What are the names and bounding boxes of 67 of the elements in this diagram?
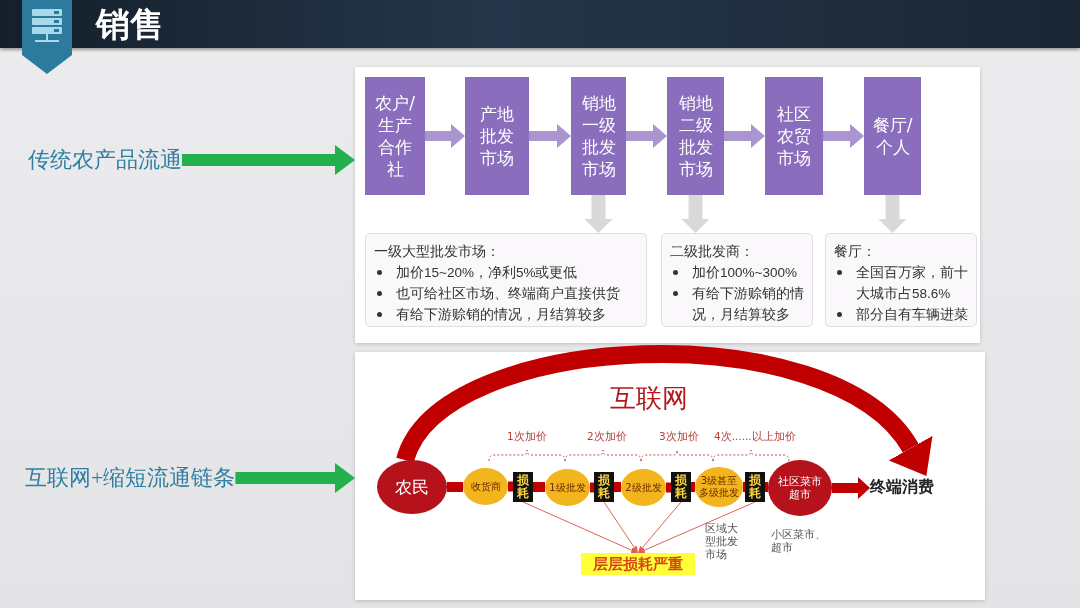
process-box: 社区农贸市场	[765, 77, 823, 195]
row-label: 传统农产品流通	[28, 145, 182, 175]
loss-tag: 损耗	[671, 472, 691, 502]
brace-label: 1次加价	[507, 429, 547, 443]
brace-label: 2次加价	[587, 429, 627, 443]
note-heading: 餐厅：	[834, 243, 877, 261]
block-arrow	[681, 195, 710, 233]
stage-ellipse: 3级甚至多级批发	[695, 467, 743, 507]
process-box: 销地一级批发市场	[571, 77, 626, 195]
bullet-text: 加价100%~300%	[692, 264, 798, 282]
arrow	[603, 501, 638, 554]
bullet-text: 全国百万家，前十大城市占58.6%	[856, 264, 969, 303]
connector-line	[691, 482, 695, 492]
process-box: 餐厅/个人	[864, 77, 921, 195]
block-arrow	[626, 124, 667, 148]
arrow	[638, 501, 756, 553]
curved-arrow	[397, 345, 931, 473]
bullet-text: 有给下游赊销的情况，月结算较多	[692, 285, 805, 324]
bullet-text: 部分自有车辆进菜	[856, 306, 969, 324]
bullet-text: 加价15~20%，净利5%或更低	[396, 264, 579, 282]
brace-label: 4次......以上加价	[714, 429, 796, 443]
process-box: 产地批发市场	[465, 77, 529, 195]
block-arrow	[182, 145, 355, 175]
connector-line	[447, 482, 463, 492]
block-arrow	[235, 463, 355, 493]
arrow	[522, 501, 638, 554]
block-arrow	[529, 124, 571, 148]
note-heading: 二级批发商：	[670, 243, 755, 261]
connector-line	[614, 482, 621, 492]
block-arrow	[823, 124, 864, 148]
note-box	[825, 233, 977, 327]
brace-label: 3次加价	[659, 429, 699, 443]
caption-text: 区域大型批发市场	[705, 522, 739, 561]
note-box	[661, 233, 813, 327]
connector-line	[765, 482, 768, 492]
stage-ellipse: 收货商	[463, 468, 508, 505]
process-box: 销地二级批发市场	[667, 77, 724, 195]
connector-line	[590, 482, 594, 493]
page-title: 销售	[96, 4, 164, 44]
loss-tag: 损耗	[594, 472, 614, 502]
block-arrow	[425, 124, 465, 148]
end-label: 终端消费	[870, 476, 934, 498]
connector-line	[666, 482, 671, 493]
loss-tag: 损耗	[513, 472, 533, 502]
note-box	[365, 233, 647, 327]
arrow	[832, 477, 870, 499]
highlight-box: 层层损耗严重	[581, 553, 695, 575]
panel	[355, 67, 980, 343]
loss-tag: 损耗	[745, 472, 765, 502]
bullet-text: 有给下游赊销的情况，月结算较多	[396, 306, 607, 324]
connector-line	[533, 482, 545, 492]
block-arrow	[878, 195, 907, 233]
panel	[355, 352, 985, 600]
stage-ellipse: 2级批发	[621, 469, 666, 506]
stage-ellipse: 1级批发	[545, 469, 590, 506]
block-arrow	[724, 124, 765, 148]
process-box: 农户/生产合作社	[365, 77, 425, 195]
connector-line	[508, 481, 513, 492]
connector-line	[743, 482, 745, 492]
block-arrow	[584, 195, 613, 233]
bullet-text: 也可给社区市场、终端商户直接供货	[396, 285, 621, 303]
caption-text: 小区菜市、超市	[771, 528, 827, 554]
note-heading: 一级大型批发市场：	[374, 243, 501, 261]
stage-ellipse: 农民	[377, 460, 447, 514]
arrow	[638, 501, 682, 553]
stage-ellipse: 社区菜市超市	[768, 460, 832, 516]
row-label: 互联网+缩短流通链条	[25, 463, 236, 493]
